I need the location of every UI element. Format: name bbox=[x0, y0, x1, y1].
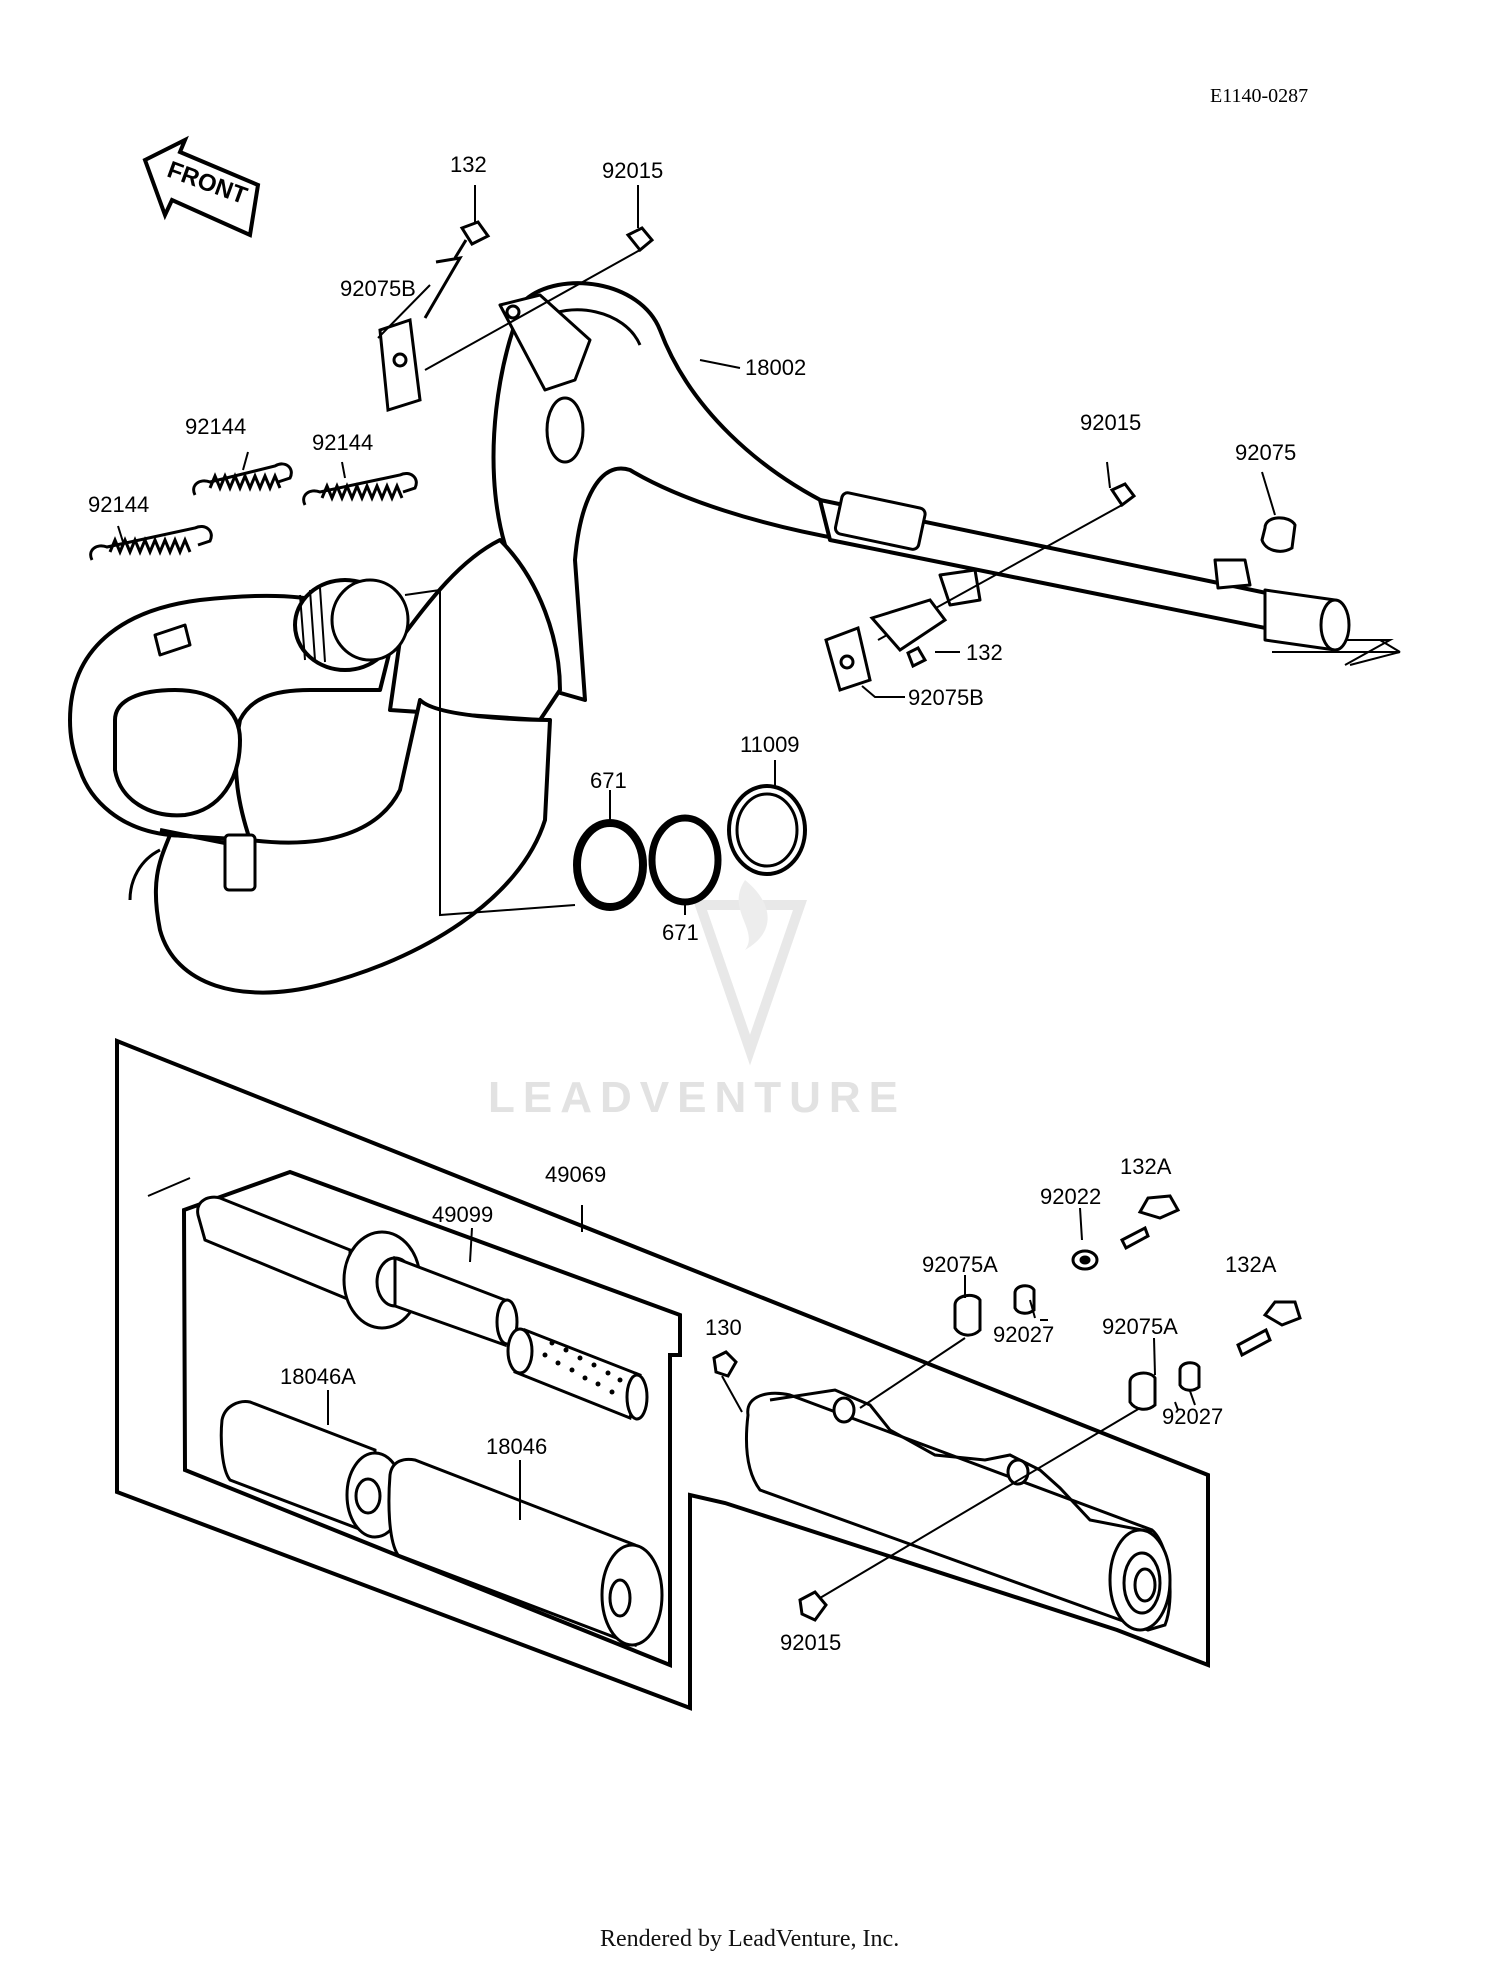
label-18046: 18046 bbox=[486, 1434, 547, 1459]
label-92075A-a: 92075A bbox=[922, 1252, 998, 1277]
label-92144-c: 92144 bbox=[88, 492, 149, 517]
label-671-a: 671 bbox=[590, 768, 627, 793]
gasket-671-b-icon bbox=[648, 814, 722, 906]
gasket-11009-icon bbox=[727, 784, 807, 876]
label-132-top: 132 bbox=[450, 152, 487, 177]
bolt-132-top-icon bbox=[378, 220, 491, 412]
perforation-dots bbox=[542, 1340, 623, 1395]
front-arrow-icon: FRONT bbox=[142, 135, 261, 238]
packing-18046-icon bbox=[387, 1457, 664, 1648]
footer-credit: Rendered by LeadVenture, Inc. bbox=[600, 1926, 899, 1952]
inner-pipe-49099-icon bbox=[196, 1195, 649, 1421]
label-92144-a: 92144 bbox=[185, 414, 246, 439]
label-92022: 92022 bbox=[1040, 1184, 1101, 1209]
label-49069: 49069 bbox=[545, 1162, 606, 1187]
watermark-logo bbox=[692, 880, 808, 1066]
label-671-b: 671 bbox=[662, 920, 699, 945]
label-130: 130 bbox=[705, 1315, 742, 1340]
lower-leader-lines bbox=[327, 1205, 1196, 1599]
expansion-chamber-18002 bbox=[68, 281, 1351, 995]
label-132-mid: 132 bbox=[966, 640, 1003, 665]
label-49099: 49099 bbox=[432, 1202, 493, 1227]
label-92027-b: 92027 bbox=[1162, 1404, 1223, 1429]
label-92075B-mid: 92075B bbox=[908, 685, 984, 710]
mid-hardware-icons bbox=[824, 482, 1401, 692]
label-92015-mid: 92015 bbox=[1080, 410, 1141, 435]
drawing-code: E1140-0287 bbox=[1210, 85, 1308, 107]
lower-hardware-icons bbox=[712, 1194, 1302, 1622]
label-132A-right: 132A bbox=[1225, 1252, 1277, 1277]
gasket-rings bbox=[573, 784, 807, 911]
label-18002: 18002 bbox=[745, 355, 806, 380]
packing-18046A-icon bbox=[219, 1400, 405, 1539]
silencer-body-icon bbox=[744, 1388, 1172, 1632]
label-92075: 92075 bbox=[1235, 440, 1296, 465]
label-92144-b: 92144 bbox=[312, 430, 373, 455]
nut-92015-top-icon bbox=[424, 226, 655, 371]
spring-92144-icons bbox=[89, 462, 418, 561]
watermark-text: LEADVENTURE bbox=[488, 1073, 906, 1122]
label-11009: 11009 bbox=[740, 732, 800, 757]
label-92015-bottom: 92015 bbox=[780, 1630, 841, 1655]
label-18046A: 18046A bbox=[280, 1364, 356, 1389]
label-92015-top: 92015 bbox=[602, 158, 663, 183]
label-92027-a: 92027 bbox=[993, 1322, 1054, 1347]
silencer-kit-outline bbox=[115, 1038, 1210, 1711]
upper-leader-lines bbox=[117, 185, 1394, 917]
label-132A-top: 132A bbox=[1120, 1154, 1172, 1179]
label-92075A-b: 92075A bbox=[1102, 1314, 1178, 1339]
gasket-671-a-icon bbox=[573, 819, 647, 911]
label-92075B-top: 92075B bbox=[340, 276, 416, 301]
